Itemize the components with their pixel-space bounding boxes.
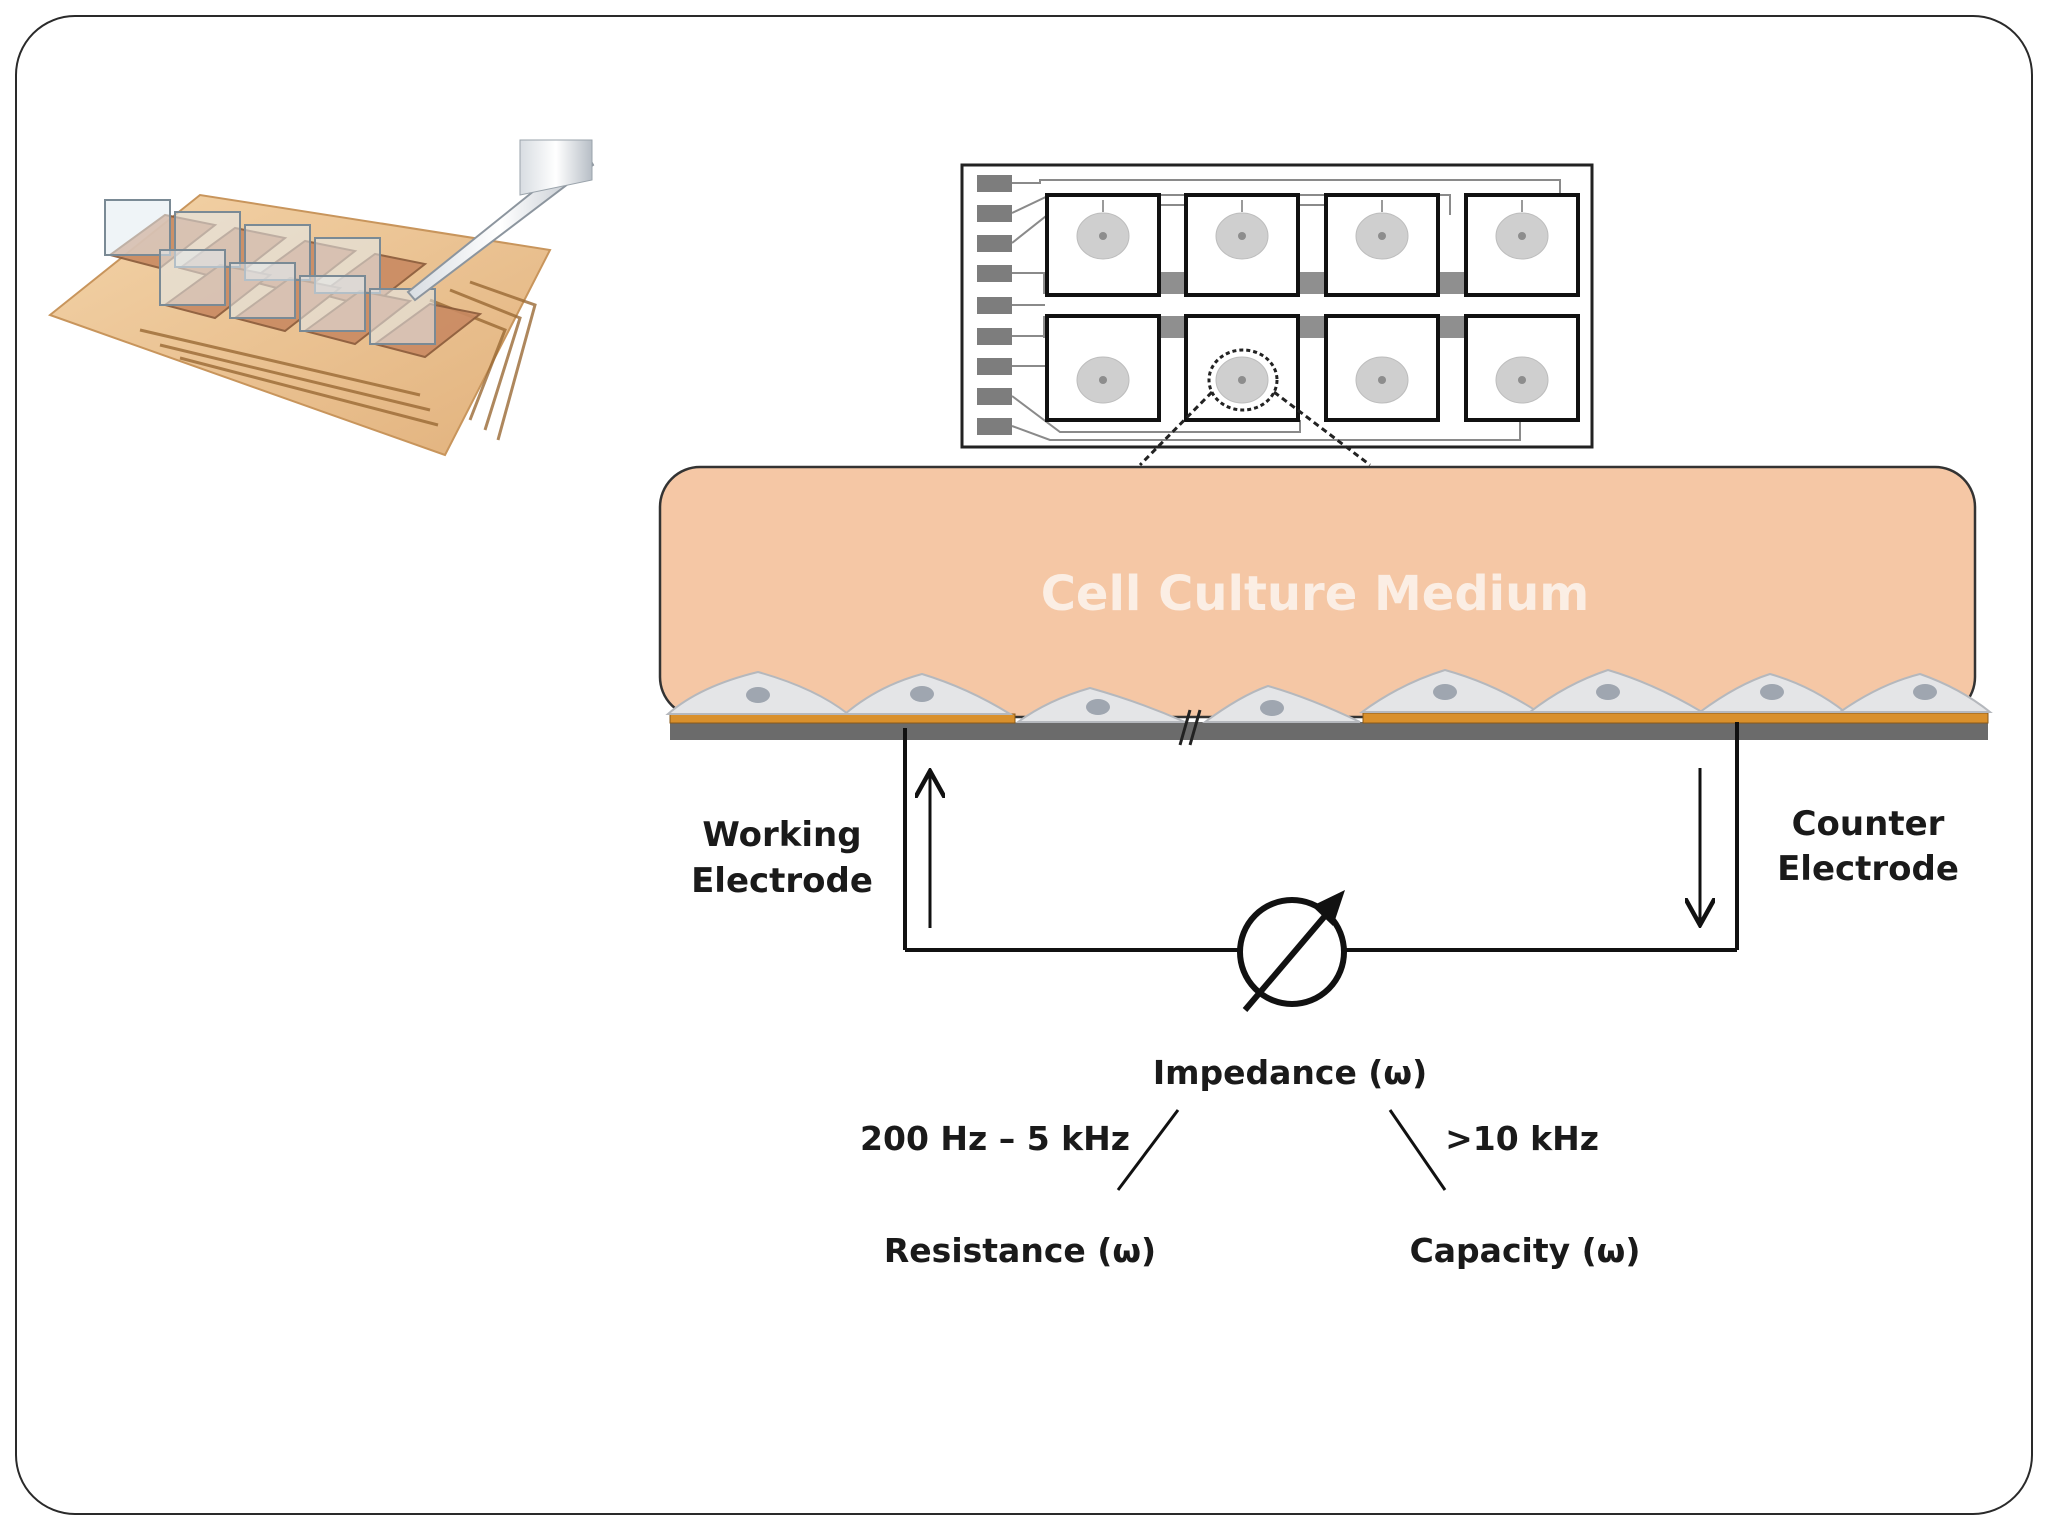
working-electrode-pad (669, 713, 1016, 724)
circuit-wires (903, 722, 1739, 952)
cell-icon (842, 672, 1014, 715)
variable-meter-icon (1237, 890, 1347, 1012)
zoom-line-right (1273, 390, 1371, 467)
capacity-label: Capacity (ω) (1410, 1231, 1641, 1270)
branch-line-right (1388, 1109, 1447, 1191)
cell-icon (1527, 668, 1706, 713)
counter-electrode-label-2: Electrode (1777, 849, 1959, 889)
electrode-chip-schematic (960, 163, 1594, 467)
impedance-label: Impedance (ω) (1153, 1053, 1427, 1092)
low-frequency-label: 200 Hz – 5 kHz (860, 1119, 1130, 1158)
break-mark (1178, 709, 1202, 746)
medium-label: Cell Culture Medium (1041, 566, 1590, 622)
cell-icon (665, 670, 851, 715)
zoom-circle (1207, 348, 1279, 412)
cell-icon (1201, 684, 1361, 723)
cell-icon (1358, 668, 1542, 713)
counter-electrode-label-1: Counter (1792, 804, 1945, 844)
counter-electrode-pad (1362, 712, 1989, 724)
resistance-label: Resistance (ω) (884, 1231, 1156, 1270)
cell-layer (665, 668, 1993, 723)
high-frequency-label: >10 kHz (1445, 1119, 1599, 1158)
substrate (670, 722, 1988, 740)
cell-icon (1696, 672, 1848, 713)
working-electrode-label-2: Electrode (691, 861, 873, 901)
cell-icon (1014, 686, 1186, 723)
cell-icon (1836, 672, 1993, 713)
zoom-line-left (1138, 390, 1214, 467)
contact-pads (977, 175, 1012, 435)
branch-line-left (1116, 1109, 1180, 1191)
working-electrode-label-1: Working (702, 815, 861, 855)
electrode-array-photo (47, 139, 595, 457)
